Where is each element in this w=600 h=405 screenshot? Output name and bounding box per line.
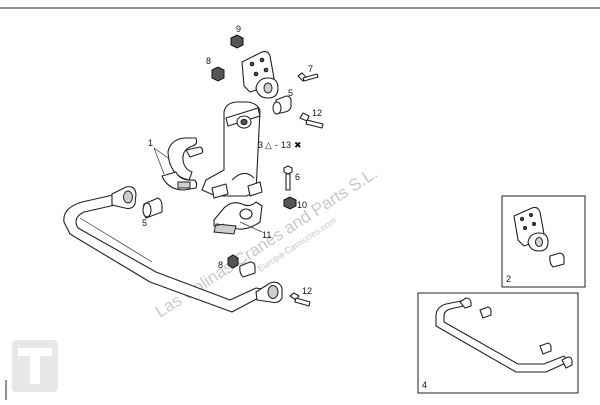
callout-4: 4 <box>422 380 427 390</box>
inset-4: 4 <box>417 292 579 394</box>
callout-8-upper: 8 <box>206 56 211 66</box>
inset-2: 2 <box>501 195 586 288</box>
callout-12-upper: 12 <box>312 108 322 118</box>
nut-top <box>230 34 244 49</box>
bushing-lower <box>239 261 256 278</box>
central-bracket <box>201 101 263 199</box>
bolt-12-lower <box>289 292 311 307</box>
nut-lower <box>227 254 239 269</box>
callout-2: 2 <box>506 274 511 284</box>
callout-8-lower: 8 <box>218 260 223 270</box>
bar-left-eye <box>111 186 137 210</box>
callout-6: 6 <box>295 172 300 182</box>
triangle-symbol: △ <box>265 140 272 150</box>
callout-12-lower: 12 <box>302 286 312 296</box>
dash-symbol: - <box>275 140 278 150</box>
callout-3: 3 <box>258 140 263 150</box>
callout-13: 13 <box>281 140 291 150</box>
nut-upper <box>211 66 225 82</box>
callout-9: 9 <box>236 24 241 34</box>
bar-right-eye <box>255 281 283 304</box>
callout-11: 11 <box>262 230 271 240</box>
bushing-left <box>142 197 163 219</box>
bolt-6 <box>283 165 293 191</box>
callout-5-upper: 5 <box>288 88 293 98</box>
bolt-7 <box>297 72 319 82</box>
watermark: Las Colinas Cranes and Parts S.L. Europa… <box>12 163 381 392</box>
cross-symbol: ✖ <box>294 140 302 150</box>
callout-labels: 9 8 7 5 12 1 3 △ - 13 ✖ 6 10 5 11 8 12 <box>142 24 322 296</box>
callout-5-left: 5 <box>142 218 147 228</box>
bushing-upper <box>272 95 292 115</box>
watermark-logo-icon <box>12 340 58 392</box>
callout-10: 10 <box>297 200 307 210</box>
upper-plate <box>241 50 279 99</box>
nut-10 <box>283 196 297 210</box>
bolt-12-upper <box>299 112 324 129</box>
callout-7: 7 <box>308 64 313 74</box>
callout-1: 1 <box>148 138 153 148</box>
clamp-shells <box>161 137 204 191</box>
leader-lines <box>153 147 263 233</box>
lower-saddle <box>213 201 263 235</box>
